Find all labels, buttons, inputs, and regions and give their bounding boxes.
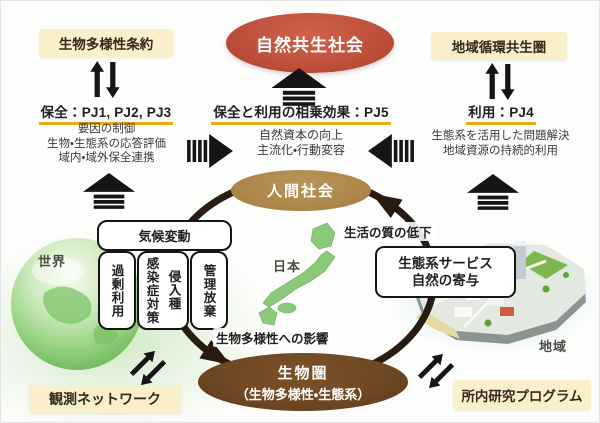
exchange-diagonal-icon — [417, 353, 455, 389]
striped-right-arrow-icon — [187, 134, 233, 168]
use-paragraph: 生態系を活用した問題解決 地域資源の持続的利用 — [431, 130, 570, 157]
research-program-tag: 所内研究プログラム — [453, 380, 591, 410]
biodiversity-impact-label: 生物多様性への影響 — [213, 328, 332, 347]
exchange-vertical-icon — [90, 61, 120, 98]
exchange-vertical-icon — [485, 63, 515, 100]
use-heading: 利用：PJ4 — [431, 101, 571, 125]
human-society-ellipse: 人間社会 — [231, 170, 371, 211]
quality-of-life-label: 生活の質の低下 — [341, 222, 435, 241]
japan-label: 日本 — [273, 259, 302, 274]
ecosystem-services-box: 生態系サービス 自然の寄与 — [375, 246, 516, 298]
pressure-overuse-box: 過剰利用 — [98, 251, 136, 330]
pressure-disease-invasive-box: 感染症対策 侵入種 — [137, 251, 189, 330]
japan-map-icon — [244, 222, 336, 337]
observation-network-tag: 観測ネットワーク — [29, 385, 181, 413]
striped-up-arrow-icon — [466, 174, 520, 210]
world-label: 世界 — [38, 254, 67, 269]
regional-sphere-tag: 地域循環共生圏 — [431, 32, 567, 60]
regional-sphere-label: 地域循環共生圏 — [451, 40, 547, 55]
region-label: 地域 — [539, 339, 568, 354]
conservation-paragraph: 要因の制御 生物・生態系の応答評価 域内・域外保全連携 — [47, 123, 166, 164]
synergy-heading: 保全と利用の相乗効果：PJ5 — [196, 101, 406, 125]
cbd-tag: 生物多様性条約 — [39, 29, 173, 57]
striped-up-arrow-icon — [82, 173, 136, 209]
exchange-diagonal-icon — [129, 350, 167, 386]
synergy-paragraph: 自然資本の向上 主流化・行動変容 — [256, 128, 346, 157]
biosphere-ellipse: 生物圏 （生物多様性・生態系） — [198, 353, 408, 411]
climate-change-box: 気候変動 — [97, 220, 232, 251]
goal-label: 自然共生社会 — [256, 35, 364, 55]
striped-up-arrow-icon — [271, 68, 327, 106]
goal-ellipse: 自然共生社会 — [226, 13, 394, 73]
pressure-neglect-box: 管理放棄 — [190, 251, 228, 330]
striped-left-arrow-icon — [368, 134, 414, 168]
conservation-heading: 保全：PJ1, PJ2, PJ3 — [21, 101, 191, 125]
cbd-tag-label: 生物多様性条約 — [58, 37, 154, 52]
